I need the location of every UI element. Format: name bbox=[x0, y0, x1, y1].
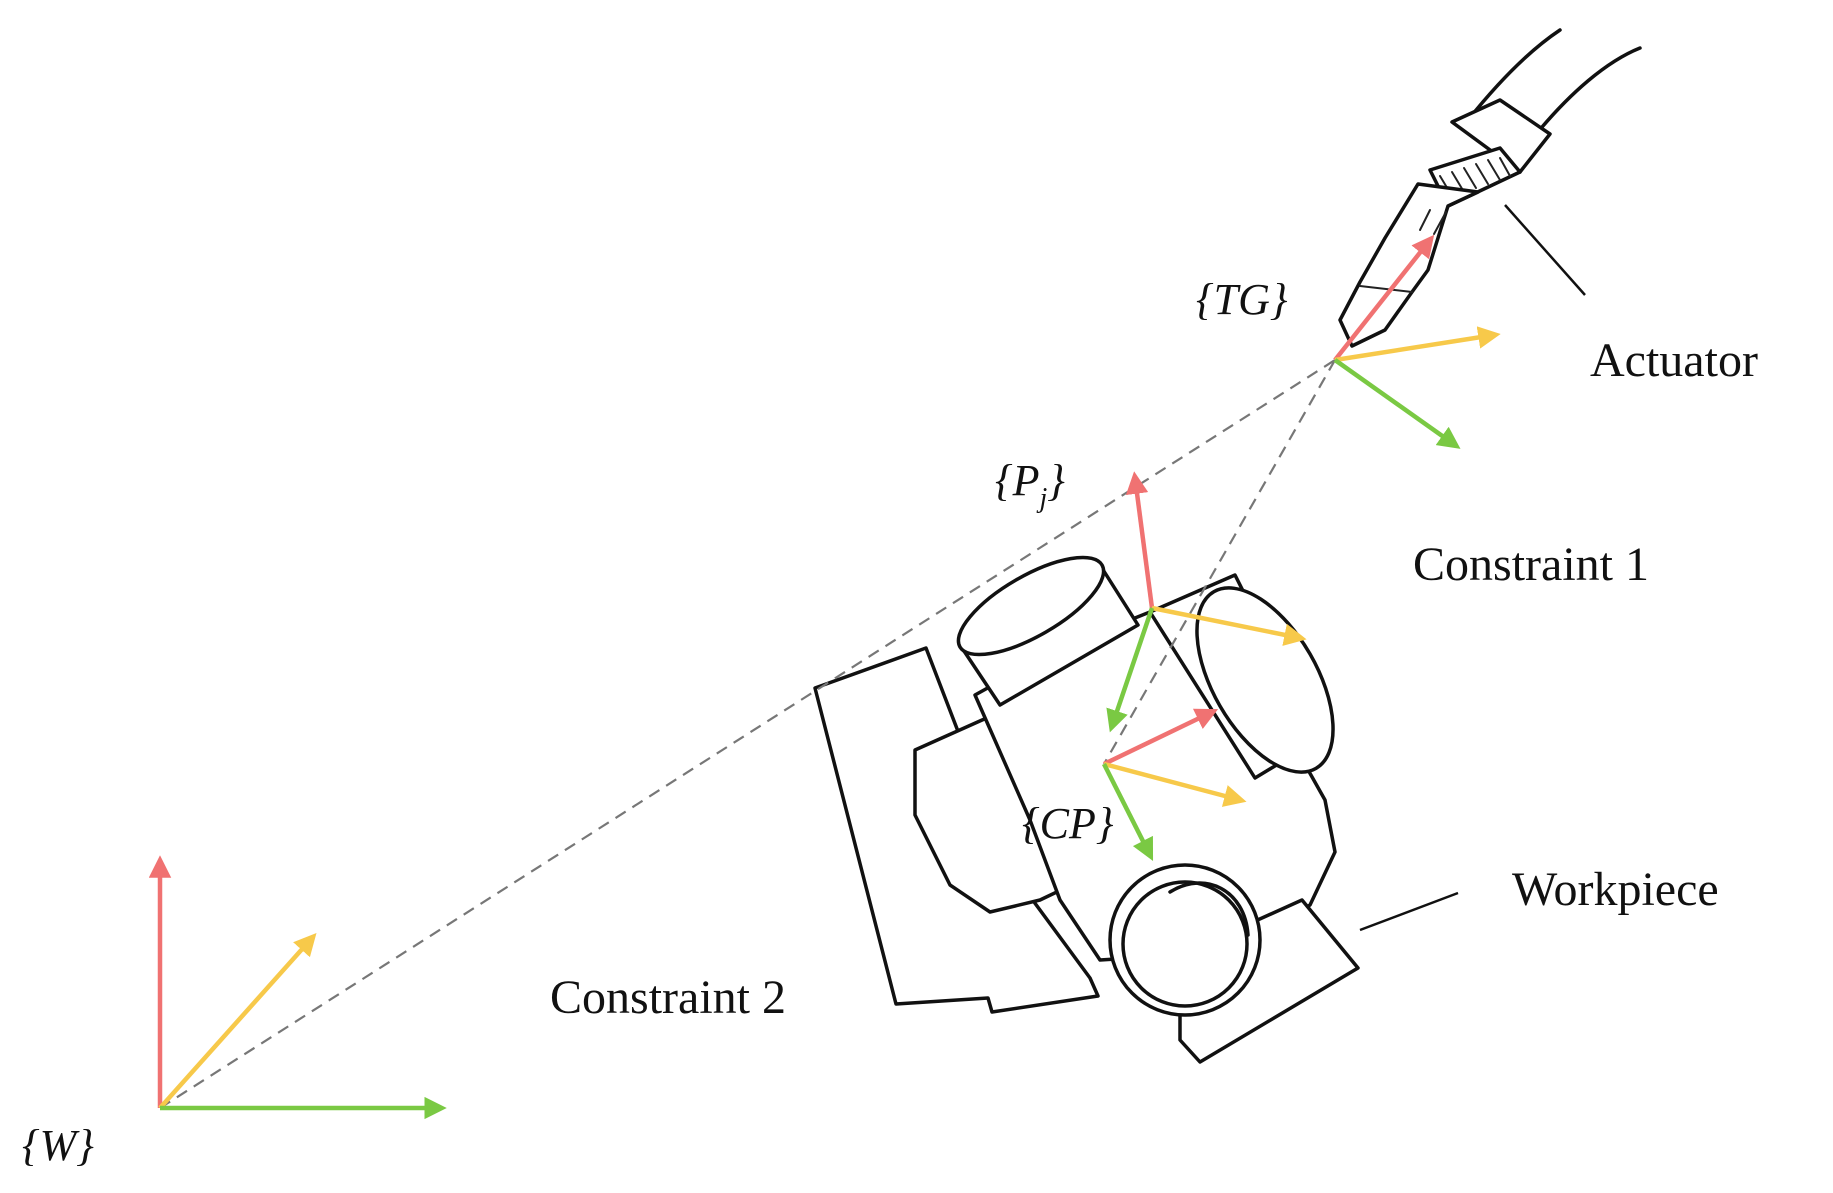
knurl-texture bbox=[1439, 157, 1511, 197]
dashed-line-tool-to-cp bbox=[1103, 359, 1336, 765]
frame-pj-label-main: {P bbox=[995, 456, 1039, 505]
frame-tool-label: {TG} bbox=[1196, 275, 1288, 324]
tool-yellow-axis bbox=[1334, 326, 1501, 363]
cp-red-axis bbox=[1103, 708, 1219, 767]
frame-cp-axes bbox=[1101, 708, 1247, 862]
cp-yellow-axis bbox=[1103, 761, 1247, 807]
tool-red-axis bbox=[1333, 234, 1435, 362]
top-cylinder-end bbox=[956, 555, 1106, 657]
pj-red-axis bbox=[1125, 471, 1155, 609]
workpiece-leader-line bbox=[1359, 891, 1459, 932]
workpiece bbox=[813, 555, 1459, 1064]
cp-green-axis bbox=[1101, 762, 1154, 862]
tool-green-axis bbox=[1333, 358, 1461, 449]
frame-cp-label: {CP} bbox=[1022, 799, 1114, 848]
constraint2-label: Constraint 2 bbox=[550, 971, 786, 1024]
actuator-label: Actuator bbox=[1590, 334, 1758, 387]
right-cylinder-end bbox=[1195, 586, 1335, 774]
bottom-port-outer bbox=[1108, 863, 1262, 1017]
bottom-port-inner bbox=[1121, 880, 1249, 1008]
world-yellow-axis bbox=[158, 932, 317, 1110]
frame-tool-axes bbox=[1333, 234, 1501, 449]
frame-pj-label: {Pj} bbox=[995, 456, 1065, 514]
frame-pj-label-subscript: j bbox=[1036, 483, 1047, 514]
frame-pj-axes bbox=[1106, 471, 1307, 733]
frame-world-label: {W} bbox=[22, 1121, 94, 1170]
frame-pj-label-close: } bbox=[1047, 456, 1065, 505]
workpiece-label: Workpiece bbox=[1512, 863, 1719, 916]
pj-green-axis bbox=[1106, 607, 1155, 733]
actuator-leader-line bbox=[1504, 204, 1586, 296]
frame-world-axes bbox=[148, 855, 447, 1120]
constraint1-label: Constraint 1 bbox=[1413, 538, 1649, 591]
pj-yellow-axis bbox=[1151, 605, 1307, 646]
